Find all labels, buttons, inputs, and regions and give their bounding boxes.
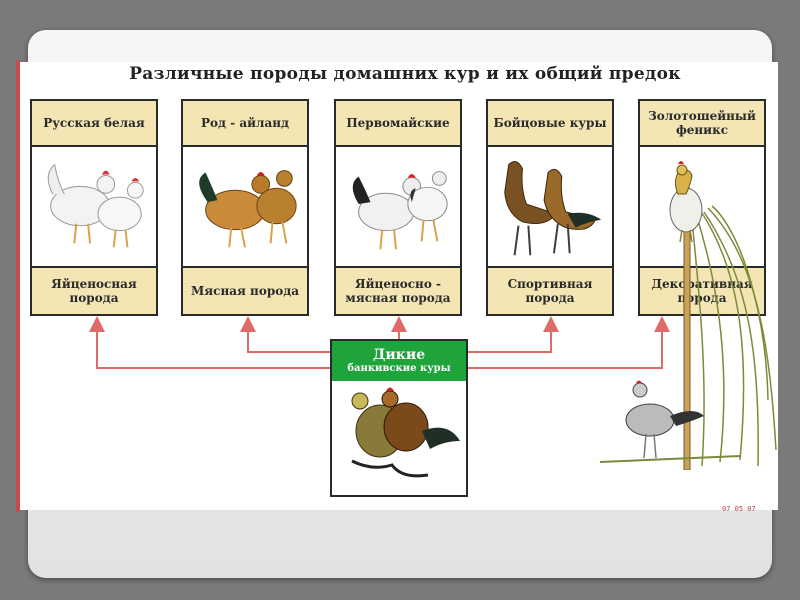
breed-card-phoenix: Золотошейный феникс Декоративная порода (638, 99, 766, 316)
breed-type: Яйценосно - мясная порода (336, 266, 460, 314)
ancestor-line1: Дикие (372, 347, 426, 363)
breed-name: Первомайские (336, 101, 460, 147)
breed-name: Бойцовые куры (488, 101, 612, 147)
breed-type: Декоративная порода (640, 266, 764, 314)
corner-stamp: 07 05 07 (722, 505, 756, 513)
breed-card-russian-white: Русская белая Яйценосная порода (30, 99, 158, 316)
russian-white-chickens-image (32, 145, 156, 268)
breed-type: Яйценосная порода (32, 266, 156, 314)
sheet-edge (16, 60, 20, 512)
wild-jungle-fowl-image (332, 381, 466, 495)
ancestor-box: Дикие банкивские куры (330, 339, 468, 497)
breed-card-rhode-island: Род - айланд Мясная порода (181, 99, 309, 316)
phoenix-card-area (640, 145, 764, 268)
rhode-island-chickens-image (183, 145, 307, 268)
ancestor-line2: банкивские куры (347, 363, 451, 374)
breed-type: Мясная порода (183, 266, 307, 314)
fighting-chickens-image (488, 145, 612, 268)
breed-name: Род - айланд (183, 101, 307, 147)
diagram-title: Различные породы домашних кур и их общий… (129, 64, 681, 84)
breed-card-pervomaiskie: Первомайские Яйценосно - мясная порода (334, 99, 462, 316)
breed-name: Русская белая (32, 101, 156, 147)
ancestor-label: Дикие банкивские куры (332, 341, 466, 381)
breed-name: Золотошейный феникс (640, 101, 764, 147)
pervomaiskie-chickens-image (336, 145, 460, 268)
breed-card-fighting: Бойцовые куры Спортивная порода (486, 99, 614, 316)
breed-type: Спортивная порода (488, 266, 612, 314)
